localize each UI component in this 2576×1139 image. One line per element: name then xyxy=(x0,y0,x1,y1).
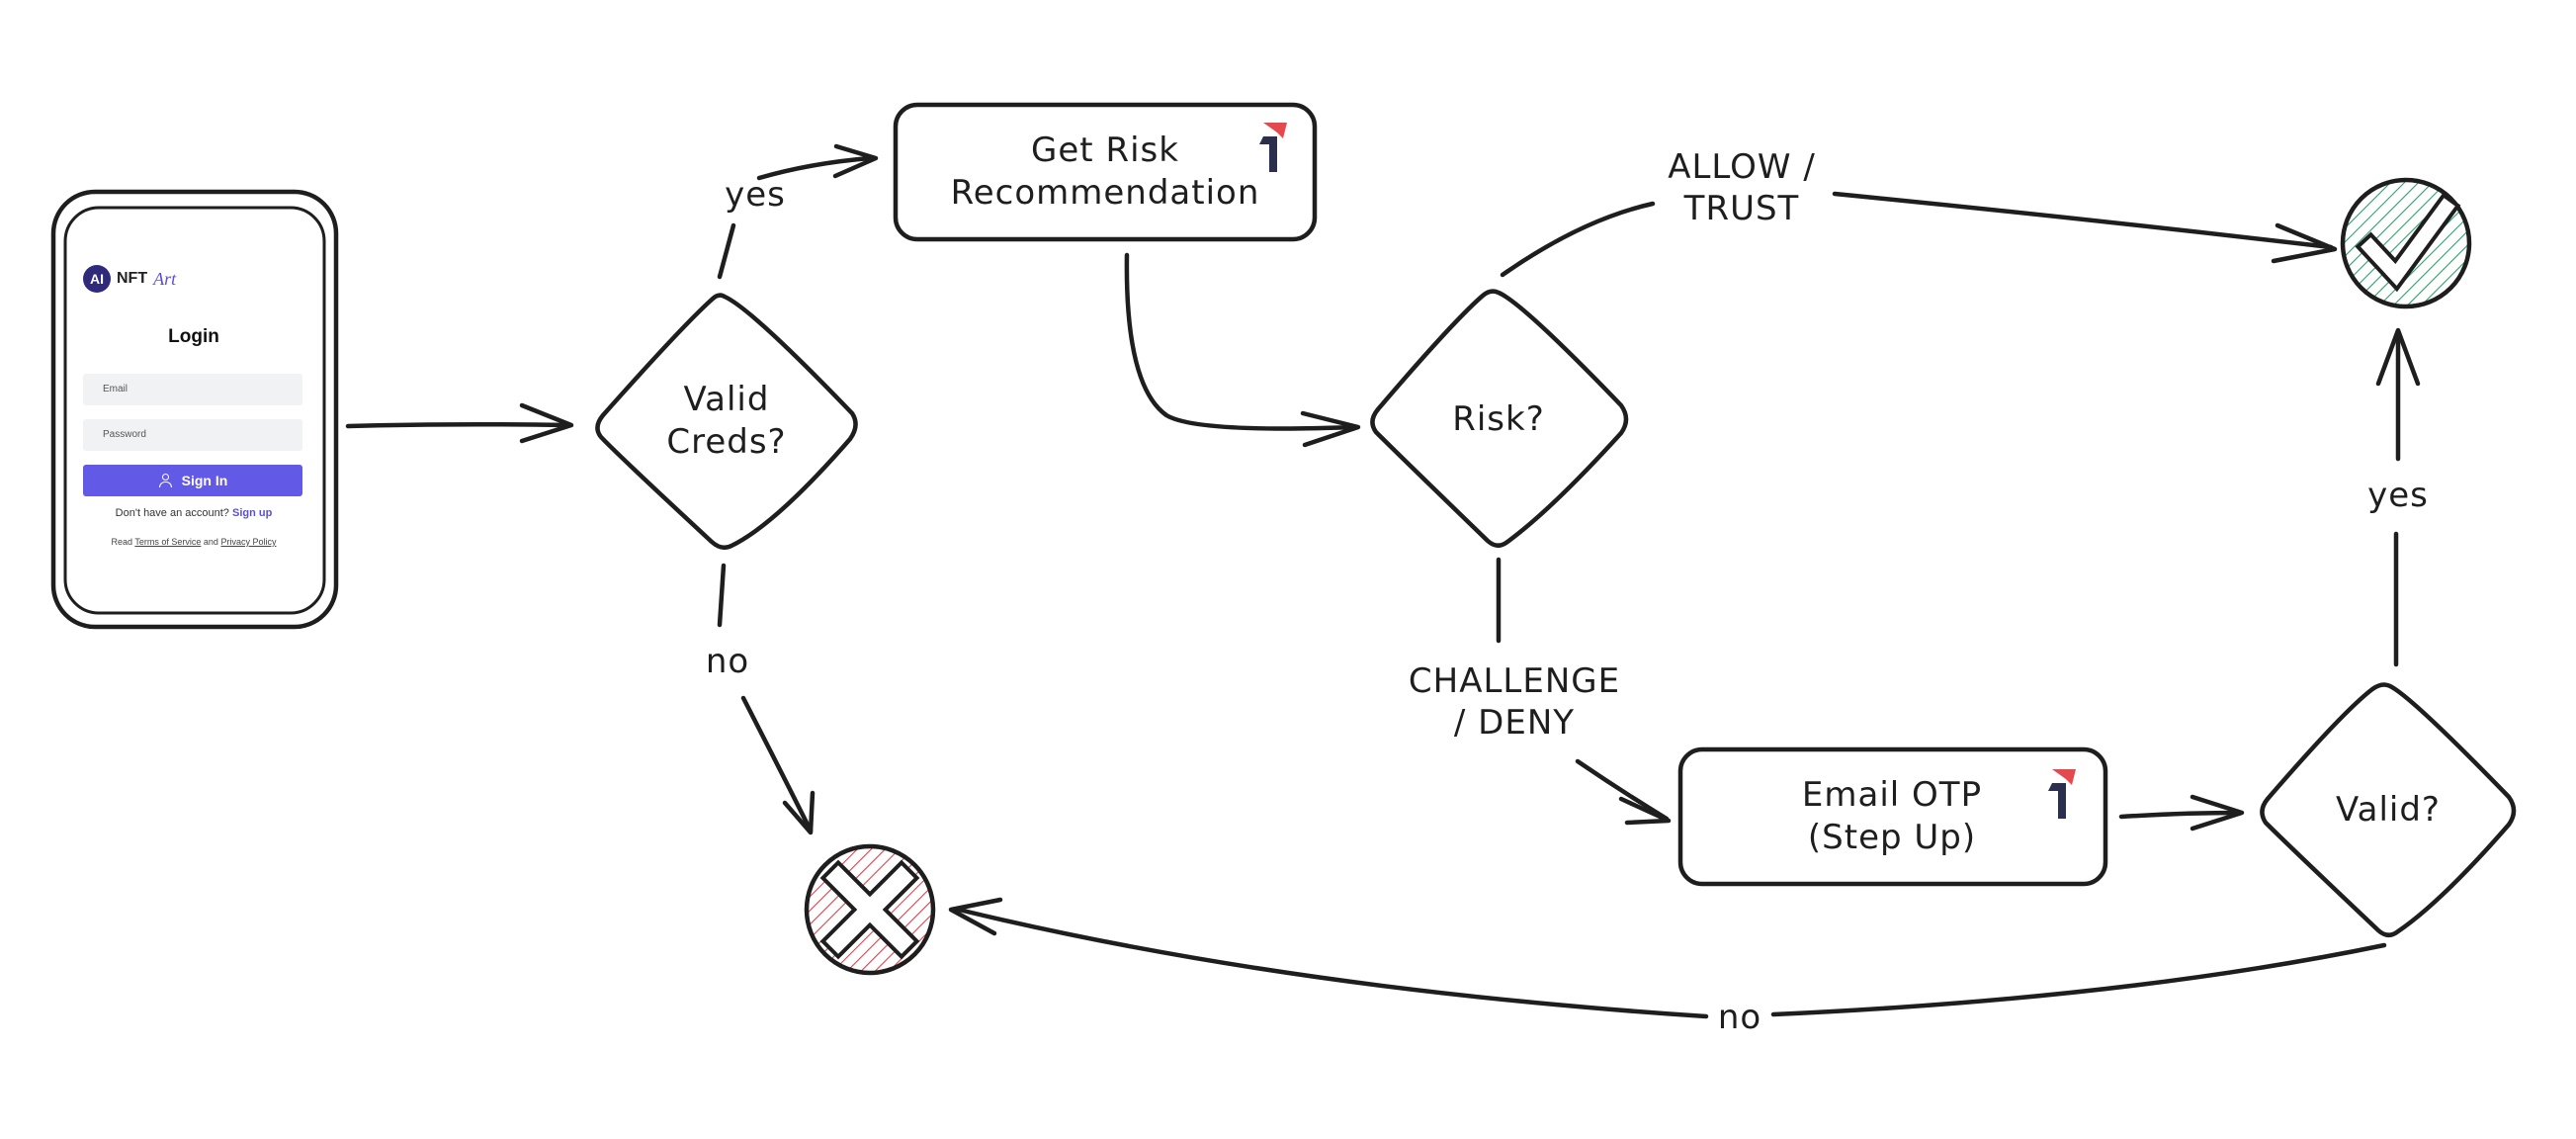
email-otp-line2: (Step Up) xyxy=(1808,818,1976,857)
signup-row: Don't have an account? Sign up xyxy=(67,507,320,519)
edge-valid-no: no xyxy=(948,897,2387,1037)
sign-in-label: Sign In xyxy=(181,473,228,488)
edge-label-allow-trust-line1: ALLOW / xyxy=(1668,147,1816,187)
edge-login-to-valid-creds xyxy=(345,402,574,444)
edge-label-yes-right: yes xyxy=(2367,476,2429,515)
edge-valid-yes: yes xyxy=(2367,327,2429,667)
edge-risk-allow-trust: ALLOW / TRUST xyxy=(1500,147,2338,278)
email-field[interactable]: Email xyxy=(83,374,302,405)
privacy-link[interactable]: Privacy Policy xyxy=(220,537,277,547)
brand-logo: AI NFT Art xyxy=(83,265,176,293)
failure-terminal xyxy=(804,843,936,976)
edge-get-risk-to-risk xyxy=(1124,252,1361,448)
success-terminal xyxy=(2340,177,2472,309)
checkmark-icon xyxy=(2355,192,2461,293)
valid-label: Valid? xyxy=(2336,790,2441,830)
terms-link[interactable]: Terms of Service xyxy=(134,537,202,547)
phone-mockup xyxy=(50,189,339,630)
edge-label-no-left: no xyxy=(706,642,749,681)
login-title: Login xyxy=(168,326,219,347)
login-screen: AI NFT Art Login Email Password Sign In … xyxy=(67,210,320,609)
edge-email-otp-to-valid xyxy=(2118,794,2245,832)
password-field[interactable]: Password xyxy=(83,419,302,451)
edge-valid-creds-no: no xyxy=(706,563,816,835)
process-email-otp: Email OTP (Step Up) xyxy=(1677,746,2108,887)
terms-and: and xyxy=(203,537,218,547)
brand-logo-icon xyxy=(1259,123,1287,172)
brand-nft: NFT xyxy=(117,270,148,287)
edge-label-challenge-deny-line1: CHALLENGE xyxy=(1409,661,1620,701)
valid-creds-line2: Creds? xyxy=(666,422,786,462)
brand-art: Art xyxy=(153,268,177,289)
terms-row: Read Terms of Service and Privacy Policy xyxy=(67,537,320,547)
decision-valid: Valid? xyxy=(2260,682,2517,937)
valid-creds-line1: Valid xyxy=(684,380,770,419)
sign-in-button[interactable]: Sign In xyxy=(83,465,302,496)
edge-label-yes-top: yes xyxy=(725,175,786,215)
brand-badge: AI xyxy=(83,265,111,293)
get-risk-line2: Recommendation xyxy=(951,173,1260,213)
risk-label: Risk? xyxy=(1452,399,1545,439)
decision-risk: Risk? xyxy=(1370,289,1629,548)
process-get-risk-recommendation: Get Risk Recommendation xyxy=(893,102,1318,242)
brand-logo-icon xyxy=(2048,769,2076,819)
decision-valid-creds: Valid Creds? xyxy=(595,293,858,551)
signup-prompt: Don't have an account? xyxy=(115,507,229,519)
signup-link[interactable]: Sign up xyxy=(231,507,273,519)
terms-prefix: Read xyxy=(111,537,133,547)
cross-icon xyxy=(819,859,920,960)
email-otp-line1: Email OTP xyxy=(1802,775,1982,815)
edge-label-no-bottom: no xyxy=(1718,998,1761,1037)
edge-label-challenge-deny-line2: / DENY xyxy=(1454,703,1575,743)
edge-label-allow-trust-line2: TRUST xyxy=(1683,189,1800,228)
user-icon xyxy=(158,474,172,487)
edge-risk-challenge-deny: CHALLENGE / DENY xyxy=(1409,557,1672,826)
get-risk-line1: Get Risk xyxy=(1031,131,1179,170)
edge-valid-creds-yes: yes xyxy=(717,143,879,280)
